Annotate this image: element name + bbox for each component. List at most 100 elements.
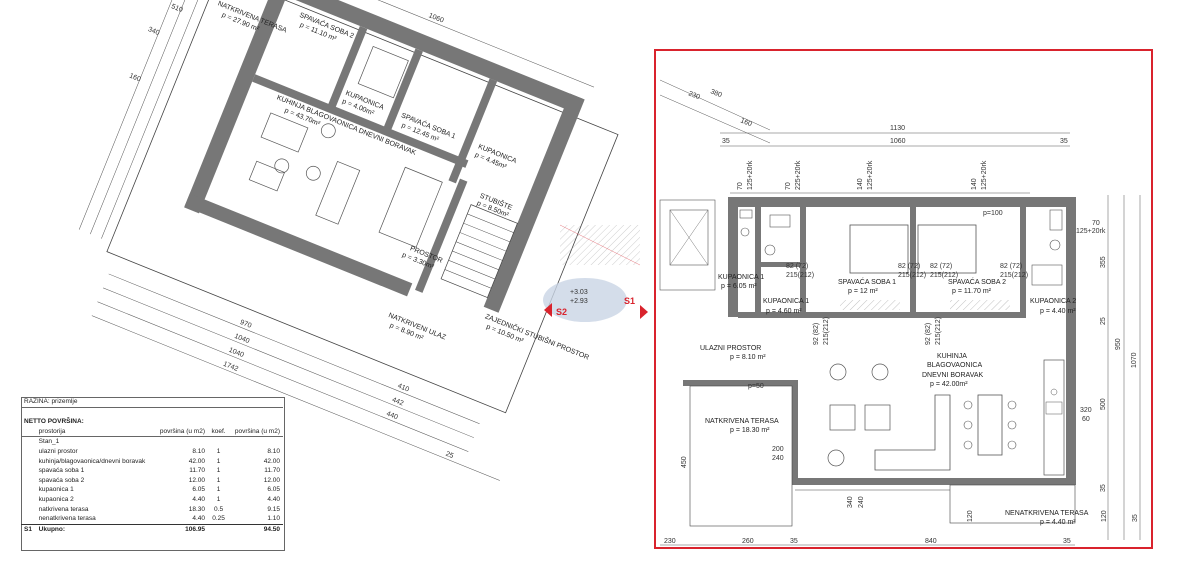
dim-label: 82 (72): [1000, 263, 1022, 270]
right-room-area: p = 8.10 m²: [730, 354, 766, 361]
table-header: koef.: [208, 426, 230, 438]
dim-label: 1070: [1131, 352, 1138, 368]
dim-label: 355: [1100, 256, 1107, 268]
dim-label: 442: [391, 397, 405, 408]
dim-label: 215(212): [786, 272, 814, 279]
dim-label: 225+20rk: [795, 160, 802, 190]
dim-label: 970: [239, 319, 253, 330]
dim-label: 340: [847, 496, 854, 508]
table-header: površina (u m2): [229, 426, 283, 438]
dim-label: 260: [742, 538, 754, 545]
right-room-name: NATKRIVENA TERASA: [705, 418, 779, 425]
dim-label: 160: [128, 73, 142, 84]
table-header: prostorija: [35, 426, 155, 438]
dim-label: 215(212): [930, 272, 958, 279]
right-room-area: p = 4.40 m²: [1040, 519, 1076, 526]
dim-label: 82 (72): [898, 263, 920, 270]
dim-label: 240: [772, 455, 784, 462]
dim-label: 440: [385, 410, 399, 421]
dim-label: 70: [1092, 220, 1100, 227]
right-room-name: KUPAONICA 2: [1030, 298, 1076, 305]
right-room-area: p = 4.40 m²: [1040, 308, 1076, 315]
dim-label: 82 (72): [930, 263, 952, 270]
svg-text:S1: S1: [624, 296, 635, 306]
right-room-name: BLAGOVAONICA: [927, 362, 982, 369]
dim-label: 35: [1132, 514, 1139, 522]
dim-label: 1130: [890, 125, 905, 132]
right-room-area: p = 11.70 m²: [952, 288, 992, 295]
dim-label: p=50: [748, 383, 764, 390]
area-table: RAZINA: prizemlje NETTO POVRŠINA: prosto…: [21, 397, 283, 535]
dim-label: 140: [857, 178, 864, 190]
dim-label: 70: [785, 182, 792, 190]
dim-label: 840: [925, 538, 937, 545]
dim-label: 160: [739, 117, 753, 128]
dim-label: 950: [1115, 338, 1122, 350]
dim-label: 215(212): [898, 272, 926, 279]
dim-label: 320: [1080, 407, 1092, 414]
table-subtitle: NETTO POVRŠINA:: [24, 418, 84, 426]
right-room-name: SPAVAĆA SOBA 2: [948, 277, 1006, 286]
dim-label: 215(212): [1000, 272, 1028, 279]
dim-label: 380: [709, 88, 723, 99]
table-title: RAZINA: prizemlje: [21, 397, 283, 408]
dim-label: p=100: [983, 210, 1003, 217]
section-marker-s2: S2: [544, 303, 567, 317]
table-group: Stan_1: [38, 438, 60, 446]
right-room-name: NENATKRIVENA TERASA: [1005, 510, 1089, 517]
dim-label: 340: [147, 26, 161, 37]
right-room-name: KUHINJA: [937, 353, 967, 360]
svg-text:+3.03: +3.03: [570, 289, 588, 296]
dim-label: 450: [681, 456, 688, 468]
dim-label: 82 (72): [786, 263, 808, 270]
right-room-area: p = 42.00m²: [930, 381, 968, 388]
dim-label: 1742: [222, 361, 239, 373]
dim-label: 35: [1063, 538, 1071, 545]
dim-label: 60: [1082, 416, 1090, 423]
highlight-frame: [654, 49, 1153, 549]
dim-label: 200: [772, 446, 784, 453]
dim-label: 140: [971, 178, 978, 190]
dim-label: 25: [1100, 317, 1107, 325]
dim-label: 125+20rk: [981, 160, 988, 190]
dim-label: 35: [722, 138, 730, 145]
section-marker-s1: S1: [624, 296, 648, 319]
dim-label: 1040: [228, 347, 245, 359]
right-room-name: DNEVNI BORAVAK: [922, 372, 984, 379]
dim-label: 230: [664, 538, 676, 545]
right-room-name: KUPAONICA 1: [718, 274, 764, 281]
dim-label: 120: [1101, 510, 1108, 522]
dim-label: 1060: [890, 138, 906, 145]
dim-label: 230: [687, 90, 701, 101]
dim-label: 1060: [427, 12, 444, 24]
right-room-area: p = 12 m²: [848, 288, 878, 295]
dim-label: 125+20rk: [867, 160, 874, 190]
dim-label: 1040: [233, 333, 250, 345]
dim-label: 125+20rk: [747, 160, 754, 190]
right-room-name: KUPAONICA 1: [763, 298, 809, 305]
right-room-name: SPAVAĆA SOBA 1: [838, 277, 896, 286]
staircase: [440, 204, 518, 298]
dim-label: 35: [1060, 138, 1068, 145]
dim-label: 92 (82): [925, 323, 932, 345]
right-room-name: ULAZNI PROSTOR: [700, 345, 761, 352]
dim-label: 215(212): [935, 317, 942, 345]
dim-label: 92 (82): [813, 323, 820, 345]
dim-label: 500: [1100, 398, 1107, 410]
dim-label: 120: [967, 510, 974, 522]
dim-label: 410: [396, 383, 410, 394]
dim-label: 35: [790, 538, 798, 545]
svg-text:S2: S2: [556, 307, 567, 317]
dim-label: 25: [445, 451, 455, 460]
right-room-area: p = 6.05 m²: [721, 283, 757, 290]
dim-label: 125+20rk: [1076, 228, 1106, 235]
table-total-row: S1 Ukupno: 106.95 94.50: [21, 523, 283, 535]
